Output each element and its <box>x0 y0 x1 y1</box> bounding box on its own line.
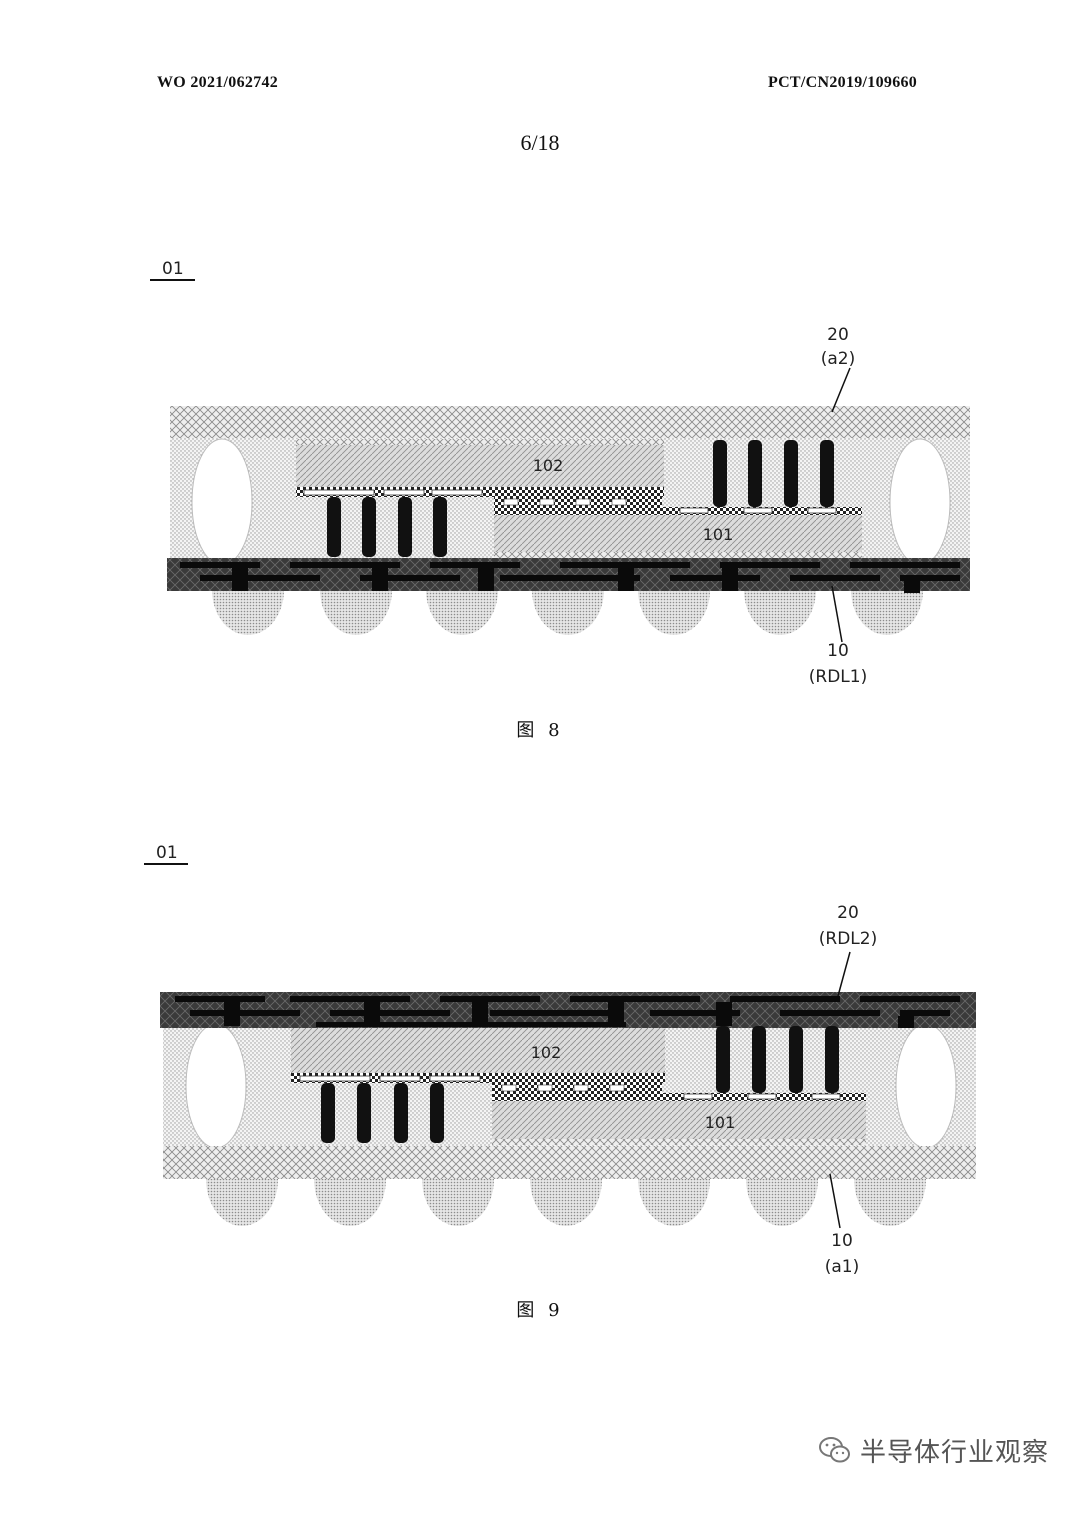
figure-9-diagram: 01 102 <box>144 843 976 1277</box>
copper-pillars-left <box>321 1083 444 1143</box>
bottom-layer-number: 10 <box>827 641 849 661</box>
chip-102 <box>296 445 664 487</box>
bottom-layer-material: (RDL1) <box>809 667 867 687</box>
chip-102-pads <box>299 1075 481 1082</box>
micro-bumps <box>492 1083 662 1093</box>
chip-102-top-edge <box>296 439 664 445</box>
copper-pillars-right <box>716 1026 839 1093</box>
through-mold-via-right <box>895 1023 957 1149</box>
leader-line-bottom <box>831 585 843 643</box>
chip-101-bond-layer <box>494 507 862 515</box>
bottom-layer-material: (a1) <box>825 1257 860 1277</box>
chip-102-label: 102 <box>533 456 564 475</box>
chip-101-label: 101 <box>705 1113 736 1132</box>
chip-102-pads <box>303 489 483 496</box>
chip-101-bottom-edge <box>492 1139 866 1145</box>
chip-101-pads <box>683 1093 841 1100</box>
figure-9-caption: 图 9 <box>516 1300 564 1321</box>
through-mold-via-left <box>191 438 253 566</box>
leader-line-bottom <box>829 1173 841 1229</box>
chip-102 <box>291 1028 665 1073</box>
top-layer-material: (a2) <box>821 349 856 369</box>
top-layer-number: 20 <box>837 903 859 923</box>
top-layer-rdl2 <box>160 992 976 1028</box>
figure-ref-label: 01 <box>162 259 184 279</box>
bottom-layer-rdl1 <box>167 558 970 593</box>
chip-101-bond-layer <box>492 1093 866 1101</box>
watermark-text: 半导体行业观察 <box>860 1437 1050 1468</box>
figure-8-diagram: 01 102 <box>150 259 970 687</box>
copper-pillars-right <box>713 440 834 507</box>
leader-line-top <box>831 367 851 413</box>
bottom-layer-number: 10 <box>831 1231 853 1251</box>
micro-bumps <box>494 497 662 507</box>
chip-101 <box>494 515 862 552</box>
bottom-layer-a1 <box>163 1146 976 1179</box>
chip-101-pads <box>679 507 837 514</box>
watermark: 半导体行业观察 <box>818 1430 1068 1470</box>
application-number: PCT/CN2019/109660 <box>768 74 918 91</box>
figure-ref-label: 01 <box>156 843 178 863</box>
through-mold-via-right <box>889 438 951 566</box>
chip-101 <box>492 1101 866 1139</box>
leader-line-top <box>837 951 851 997</box>
wechat-icon <box>819 1437 850 1463</box>
through-mold-via-left <box>185 1023 247 1149</box>
copper-pillars-left <box>327 497 447 557</box>
chip-101-label: 101 <box>703 525 734 544</box>
chip-101-bottom-edge <box>494 552 862 558</box>
page-number: 6/18 <box>520 130 560 155</box>
figure-8-caption: 图 8 <box>516 720 564 741</box>
publication-number: WO 2021/062742 <box>157 74 279 91</box>
top-layer-material: (RDL2) <box>819 929 877 949</box>
top-layer-number: 20 <box>827 325 849 345</box>
chip-102-label: 102 <box>531 1043 562 1062</box>
top-layer-a2 <box>170 406 970 438</box>
